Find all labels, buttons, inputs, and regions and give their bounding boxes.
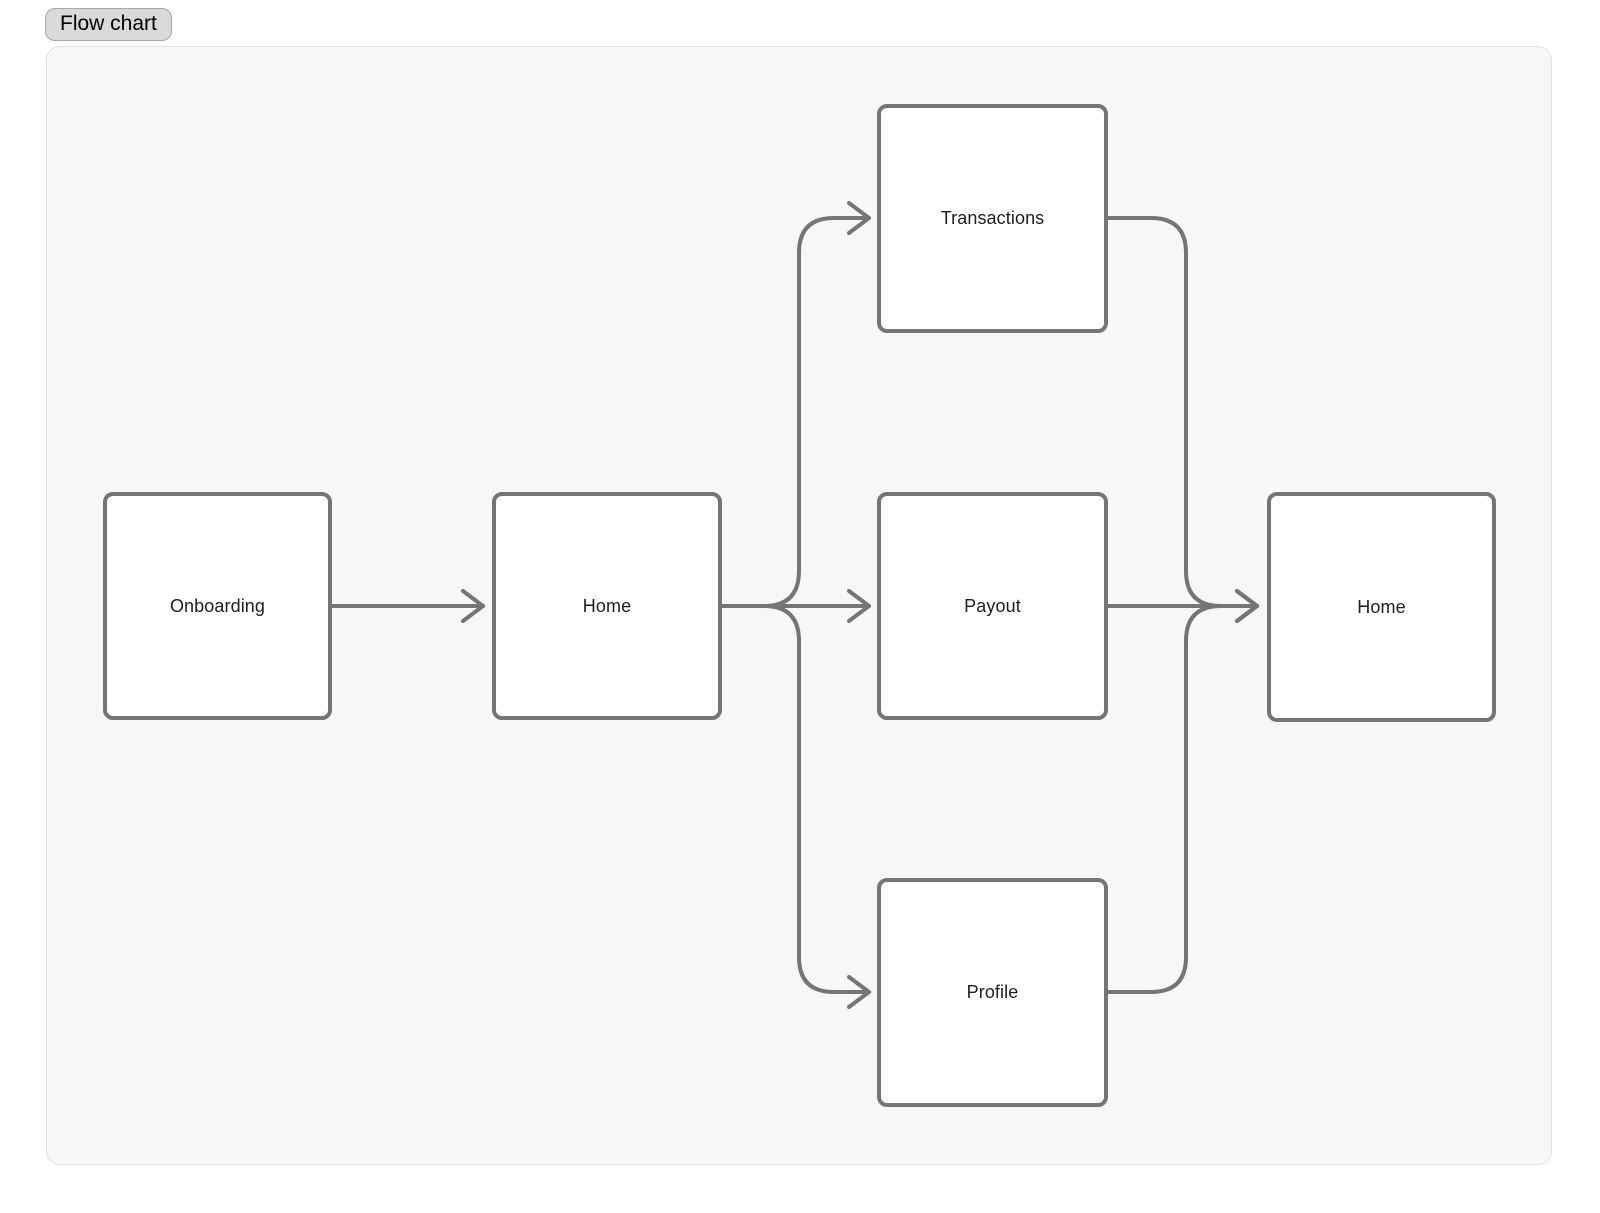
node-profile-label: Profile [966,982,1019,1002]
frame-title-badge[interactable]: Flow chart [45,8,172,41]
node-transactions-label: Transactions [940,208,1045,228]
node-payout[interactable]: Payout [877,492,1108,720]
node-onboarding[interactable]: Onboarding [103,492,332,720]
node-home-2[interactable]: Home [1267,492,1496,722]
edge-profile-to-home[interactable] [1106,589,1259,994]
node-payout-label: Payout [964,595,1021,616]
node-profile[interactable]: Profile [877,878,1108,1107]
node-onboarding-label: Onboarding [169,595,266,616]
frame-title-label: Flow chart [60,11,157,35]
node-home-2-label: Home [1357,596,1406,617]
node-home-1[interactable]: Home [492,492,722,720]
node-home-1-label: Home [582,595,632,616]
node-transactions[interactable]: Transactions [877,104,1108,333]
edge-home-to-profile[interactable] [720,604,871,1009]
